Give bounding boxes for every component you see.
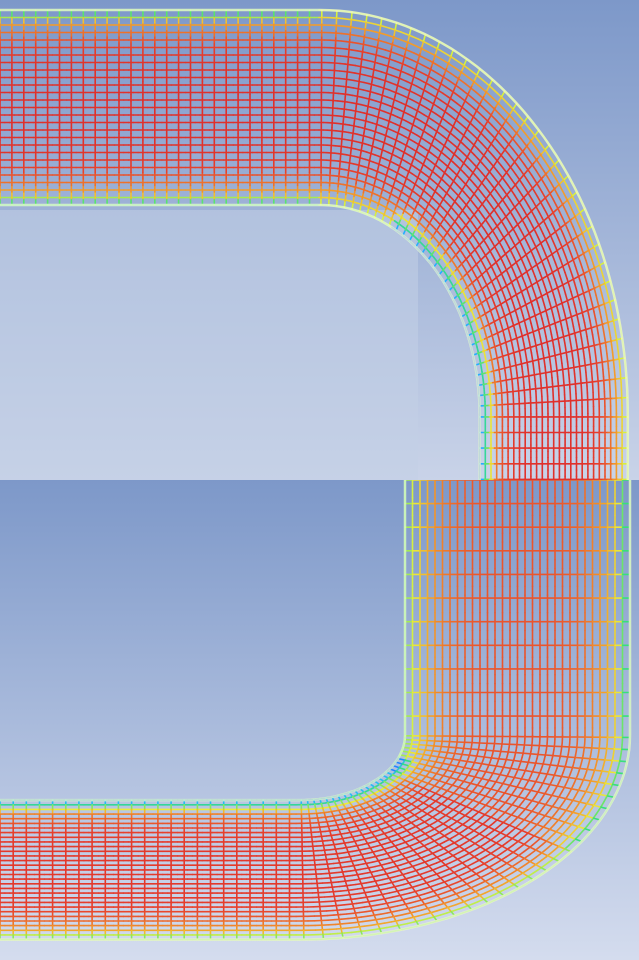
pipe-bend-mesh-top: [0, 0, 639, 480]
inner-wall-line: [0, 480, 407, 802]
inner-wall-line: [0, 203, 481, 480]
outer-wall-line: [0, 8, 630, 480]
pipe-bend-mesh-top-panel: [0, 0, 639, 480]
pipe-bend-mesh-bottom-panel: [0, 480, 639, 960]
inner-region: [0, 210, 418, 480]
mesh-grid-bottom: [0, 480, 631, 941]
pipe-bend-mesh-bottom: [0, 480, 639, 960]
outer-wall-line: [0, 480, 632, 941]
